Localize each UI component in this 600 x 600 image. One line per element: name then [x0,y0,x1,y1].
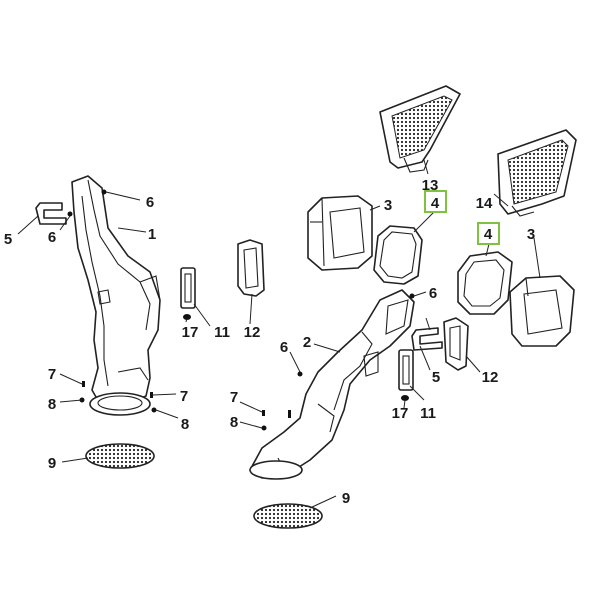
callout-label[interactable]: 9 [48,455,56,472]
callout-label[interactable]: 6 [48,229,56,246]
screw-6-a[interactable] [101,189,107,195]
callout-label[interactable]: 1 [148,226,156,243]
callout-label[interactable]: 12 [482,369,499,386]
callout-label[interactable]: 11 [214,324,230,341]
screw-part-17-left[interactable] [183,314,191,320]
grille-part-9-right[interactable] [253,503,323,529]
callout-label[interactable]: 5 [4,231,12,248]
callout-label[interactable]: 6 [146,194,154,211]
callout-label[interactable]: 4 [431,195,440,212]
housing-part-3-left[interactable] [307,195,373,271]
callout-label[interactable]: 3 [384,197,392,214]
callout-label[interactable]: 7 [230,389,238,406]
screw-6-d[interactable] [297,371,303,377]
screw-7-d[interactable] [288,410,291,418]
callout-label[interactable]: 17 [182,324,199,341]
highlight-box-part-4-left [424,190,447,213]
clip-part-11-right[interactable] [398,349,414,391]
callout-label[interactable]: 17 [392,405,409,422]
callout-label[interactable]: 8 [230,414,238,431]
callout-label[interactable]: 13 [422,177,439,194]
seal-part-4-right[interactable] [457,251,513,315]
duct-part-2[interactable] [249,289,415,480]
callout-label[interactable]: 8 [48,396,56,413]
screw-part-17-right[interactable] [401,395,409,401]
filter-part-13[interactable] [379,85,461,173]
callout-label[interactable]: 4 [484,226,493,243]
screw-7-b[interactable] [150,392,153,398]
callout-label[interactable]: 14 [476,195,493,212]
fasteners [67,189,415,431]
bracket-part-5-left[interactable] [35,202,67,225]
grille-part-9-left[interactable] [85,443,155,469]
callout-labels: 5 6 6 1 7 8 7 8 9 17 11 12 13 4 3 14 4 3… [4,177,535,507]
callout-label[interactable]: 6 [280,339,288,356]
screw-6-c[interactable] [409,293,415,299]
callout-label[interactable]: 5 [432,369,440,386]
screw-7-a[interactable] [82,381,85,387]
callout-label[interactable]: 12 [244,324,261,341]
gasket-part-12-right[interactable] [443,317,469,371]
callout-label[interactable]: 7 [180,388,188,405]
screw-7-c[interactable] [262,410,265,416]
callout-label[interactable]: 8 [181,416,189,433]
callout-label[interactable]: 7 [48,366,56,383]
filter-part-14[interactable] [497,129,577,217]
seal-part-4-left[interactable] [373,225,423,285]
highlight-box-part-4-right [477,222,500,245]
callout-label[interactable]: 9 [342,490,350,507]
clip-part-11-left[interactable] [180,267,196,309]
duct-part-1[interactable] [71,175,161,416]
callout-label[interactable]: 2 [303,334,311,351]
callout-label[interactable]: 3 [527,226,535,243]
bracket-part-5-right[interactable] [411,327,443,351]
clip-8-b[interactable] [151,407,157,413]
housing-part-3-right[interactable] [509,275,575,347]
callout-label[interactable]: 11 [420,405,436,422]
leader-lines [17,159,541,509]
gasket-part-12-left[interactable] [237,239,265,297]
screw-6-b[interactable] [67,211,73,217]
clip-8-c[interactable] [261,425,267,431]
callout-label[interactable]: 6 [429,285,437,302]
